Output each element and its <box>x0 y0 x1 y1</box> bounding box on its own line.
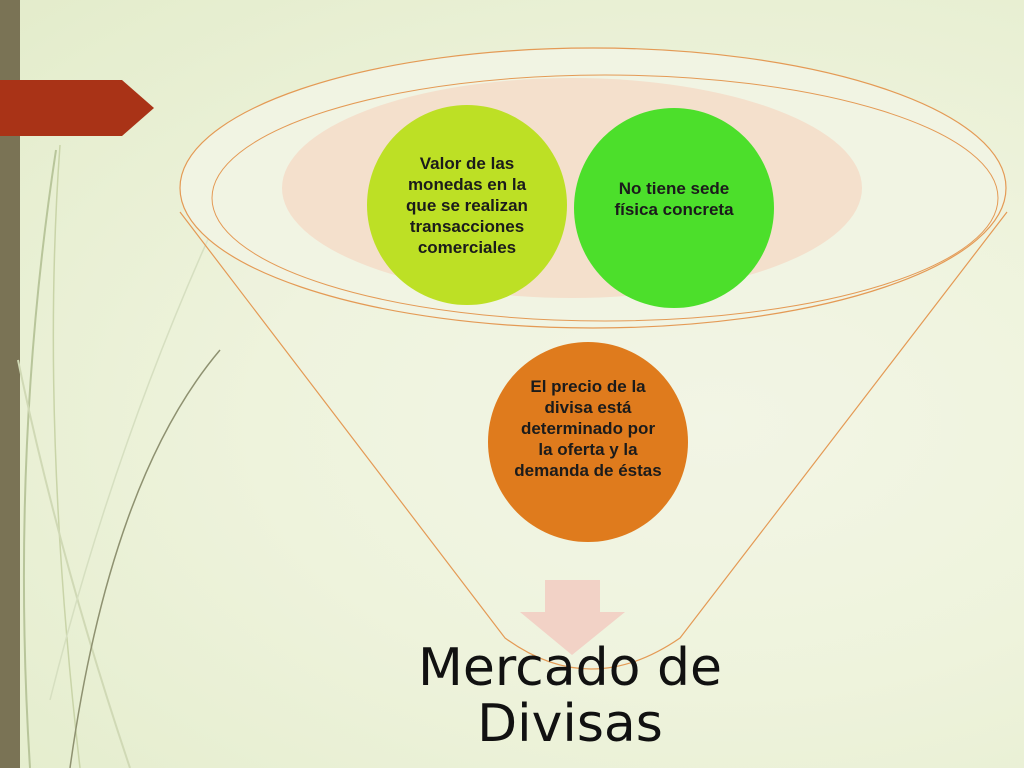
arrow-tab-decoration <box>0 80 154 136</box>
funnel-rim-inner <box>211 74 999 322</box>
node-precio: El precio de la divisa está determinado … <box>488 342 688 542</box>
node-precio-label: El precio de la divisa está determinado … <box>514 377 662 480</box>
grass-decoration <box>17 144 241 768</box>
node-valor-label: Valor de las monedas en la que se realiz… <box>406 153 528 257</box>
down-arrow <box>520 580 625 655</box>
node-valor: Valor de las monedas en la que se realiz… <box>367 105 567 305</box>
node-sede: No tiene sede física concreta <box>574 108 774 308</box>
result-title: Mercado de Divisas <box>418 638 722 754</box>
left-side-bar <box>0 0 20 768</box>
node-sede-label: No tiene sede física concreta <box>614 179 734 219</box>
